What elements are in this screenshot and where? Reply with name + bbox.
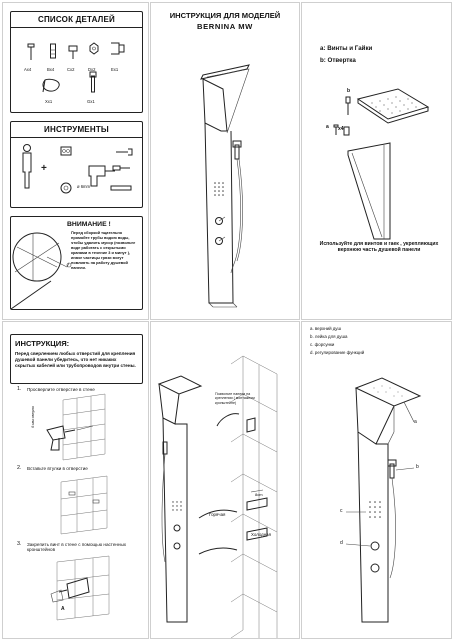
size-label: 8cm [255,492,263,497]
callout-d: d [340,540,343,546]
screws-drawing [333,88,430,240]
screws-caption: Используйте для винтов и гаек , укрепляю… [319,241,439,254]
step3-number: 3. [17,541,22,547]
callout-b: b [347,88,351,94]
callout-c: c [340,508,343,514]
components-drawing [345,377,422,623]
shower-panel-drawing [200,64,250,308]
components-legend-a: a. верхний душ [310,326,342,331]
callout-a: a [414,419,417,425]
tools-box: ИНСТРУМЕНТЫ + ø 6mm [10,121,143,208]
part-label-b: Bx4 [47,67,55,72]
screws-legend-b: b: Отвертка [320,57,356,64]
cover-title: ИНСТРУКЦИЯ ДЛЯ МОДЕЛЕЙ [169,11,281,20]
screws-legend-a: a: Винты и Гайки [320,45,373,52]
components-legend-d: d. регулирование функций [310,350,365,355]
step2-text: Вставьте втулки в отверстие [27,466,88,471]
step1-text: Просверлите отверстие в стене [27,387,95,392]
page-title-cover: ИНСТРУКЦИЯ ДЛЯ МОДЕЛЕЙ BERNINA MW [150,2,300,320]
steps-drawing [46,393,110,621]
mounting-note: Позвольте панели на креплении ( монтажно… [215,392,255,405]
parts-list-box: СПИСОК ДЕТАЛЕЙ Ax4 Bx4 Cx2 Dx2 Ex1 Xx1 [10,11,143,113]
page-screws: a: Винты и Гайки b: Отвертка b a x4 Испо… [301,2,452,320]
tools-icons: + [22,144,133,194]
parts-icons [27,42,125,93]
callout-x4: x4 [338,126,344,132]
parts-list-title: СПИСОК ДЕТАЛЕЙ [11,12,142,28]
page-instructions: ИНСТРУКЦИЯ: Перед сверлением любых отвер… [2,321,149,639]
mounting-drawing [157,355,278,638]
part-label-g: Gx1 [87,99,95,104]
cover-model: BERNINA MW [197,22,253,31]
callout-a: a [326,124,329,130]
part-label-x: Xx1 [45,99,53,104]
warning-text: Перед сборкой тщательно промойте трубы в… [71,230,136,270]
part-label-e: Ex1 [111,67,119,72]
page-mounting: Позвольте панели на креплении ( монтажно… [150,321,300,639]
svg-text:+: + [41,163,47,174]
page-parts-tools: СПИСОК ДЕТАЛЕЙ Ax4 Bx4 Cx2 Dx2 Ex1 Xx1 [2,2,149,320]
step1-number: 1. [17,386,22,392]
page-components: a. верхний душ b. лейка для душа c. форс… [301,321,452,639]
instruction-title: ИНСТРУКЦИЯ: [15,339,70,348]
callout-b: b [416,464,419,470]
tools-title: ИНСТРУМЕНТЫ [11,122,142,138]
drill-note: 6 мм сверло [31,406,35,428]
hot-label: Горячая [209,512,226,517]
drill-size-label: ø 6mm [77,184,91,189]
instruction-intro: Перед сверлением любых отверстий для кре… [15,351,136,368]
part-label-d: Dx2 [88,67,96,72]
warning-title: ВНИМАНИЕ ! [67,221,111,228]
components-legend-c: c. форсунки [310,342,335,347]
instruction-box: ИНСТРУКЦИЯ: Перед сверлением любых отвер… [10,334,143,384]
warning-box: ВНИМАНИЕ ! Перед сборкой тщательно промо… [10,216,143,310]
warning-illustration [10,232,72,310]
step2-number: 2. [17,465,22,471]
step3-text: Закрепить винт в стене с помощью настенн… [27,542,127,552]
step3-label-a: A [61,606,65,612]
components-legend-b: b. лейка для душа [310,334,348,339]
cold-label: Холодная [251,532,271,537]
part-label-c: Cx2 [67,67,75,72]
part-label-a: Ax4 [24,67,32,72]
